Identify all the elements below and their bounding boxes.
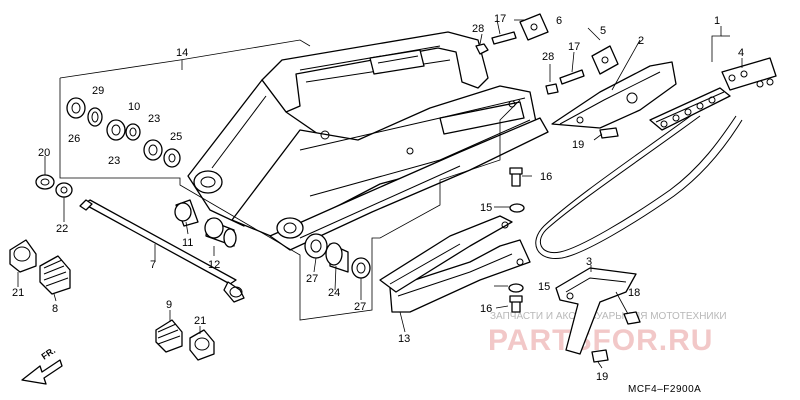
clip-6-upper <box>519 13 549 41</box>
cap-21-left <box>9 239 37 273</box>
callout-27-left: 27 <box>306 273 318 285</box>
callout-15-lower: 15 <box>538 281 550 293</box>
leader-lines <box>17 19 743 369</box>
collars-11-12 <box>174 199 237 248</box>
bolt-19-lower <box>591 349 609 363</box>
group-outline-14 <box>59 78 521 321</box>
callout-16-upper: 16 <box>540 171 552 183</box>
callout-14: 14 <box>176 47 188 59</box>
bracket-3 <box>555 267 637 355</box>
bolt-16-upper <box>509 167 523 187</box>
callout-4: 4 <box>738 47 744 59</box>
cap-21-lower <box>189 329 215 361</box>
callout-labels: 1 2 3 4 5 6 7 8 9 10 11 12 13 14 15 15 1… <box>12 13 744 383</box>
callout-27-right: 27 <box>354 301 366 313</box>
chain-slider-13 <box>379 215 531 313</box>
washer-15-upper <box>509 203 525 213</box>
bolt-17-lower <box>559 69 585 85</box>
bolt-17-upper <box>491 31 517 45</box>
nut-28-lower <box>545 83 559 95</box>
front-direction-arrow: FR. <box>21 345 63 385</box>
drive-chain-1 <box>535 87 743 259</box>
callout-9: 9 <box>166 299 172 311</box>
callout-11: 11 <box>182 237 193 249</box>
chain-guard-2 <box>551 61 677 129</box>
callout-23-upper: 23 <box>148 113 160 125</box>
callout-16-lower: 16 <box>480 303 492 315</box>
threaded-collar-9 <box>155 319 183 353</box>
bolt-18 <box>623 311 641 325</box>
callout-21-lower: 21 <box>194 315 206 327</box>
callout-18: 18 <box>628 287 640 299</box>
callout-17-upper: 17 <box>494 13 506 25</box>
callout-15-upper: 15 <box>480 202 492 214</box>
callout-26: 26 <box>68 133 80 145</box>
callout-24: 24 <box>328 287 340 299</box>
callout-28-upper: 28 <box>472 23 484 35</box>
direction-label: FR. <box>40 345 58 361</box>
callout-19-upper: 19 <box>572 139 584 151</box>
callout-17-lower: 17 <box>568 41 580 53</box>
callout-12: 12 <box>208 259 220 271</box>
nut-28-upper <box>475 43 489 55</box>
callout-29: 29 <box>92 85 104 97</box>
callout-6: 6 <box>556 15 562 27</box>
callout-2: 2 <box>638 35 644 47</box>
bolt-16-lower <box>509 295 523 313</box>
callout-22: 22 <box>56 223 68 235</box>
bearing-cluster-right <box>304 233 371 279</box>
callout-1: 1 <box>714 15 720 27</box>
callout-19-lower: 19 <box>596 371 608 383</box>
callout-21-left: 21 <box>12 287 24 299</box>
watermark: ЗАПЧАСТИ И АКСЕССУАРЫ ДЛЯ МОТОТЕХНИКИ PA… <box>488 311 727 357</box>
watermark-tagline: ЗАПЧАСТИ И АКСЕССУАРЫ ДЛЯ МОТОТЕХНИКИ <box>490 311 727 322</box>
washer-15-lower <box>508 283 524 293</box>
callout-20: 20 <box>38 147 50 159</box>
callout-23-lower: 23 <box>108 155 120 167</box>
callout-3: 3 <box>586 256 592 268</box>
bolt-19-upper <box>599 127 619 139</box>
callout-13: 13 <box>398 333 410 345</box>
diagram-code: MCF4–F2900A <box>628 384 701 395</box>
pivot-shaft-7 <box>79 199 245 303</box>
callout-25: 25 <box>170 131 182 143</box>
callout-7: 7 <box>150 259 156 271</box>
collars-20-22 <box>35 174 73 198</box>
callout-5: 5 <box>600 25 606 37</box>
callout-10: 10 <box>128 101 140 113</box>
threaded-collar-8 <box>39 255 71 295</box>
callout-8: 8 <box>52 303 58 315</box>
clip-6-lower <box>591 45 619 75</box>
callout-28-lower: 28 <box>542 51 554 63</box>
swingarm-14 <box>187 31 549 251</box>
master-link-4 <box>721 57 777 91</box>
bearing-cluster-left <box>66 97 181 168</box>
